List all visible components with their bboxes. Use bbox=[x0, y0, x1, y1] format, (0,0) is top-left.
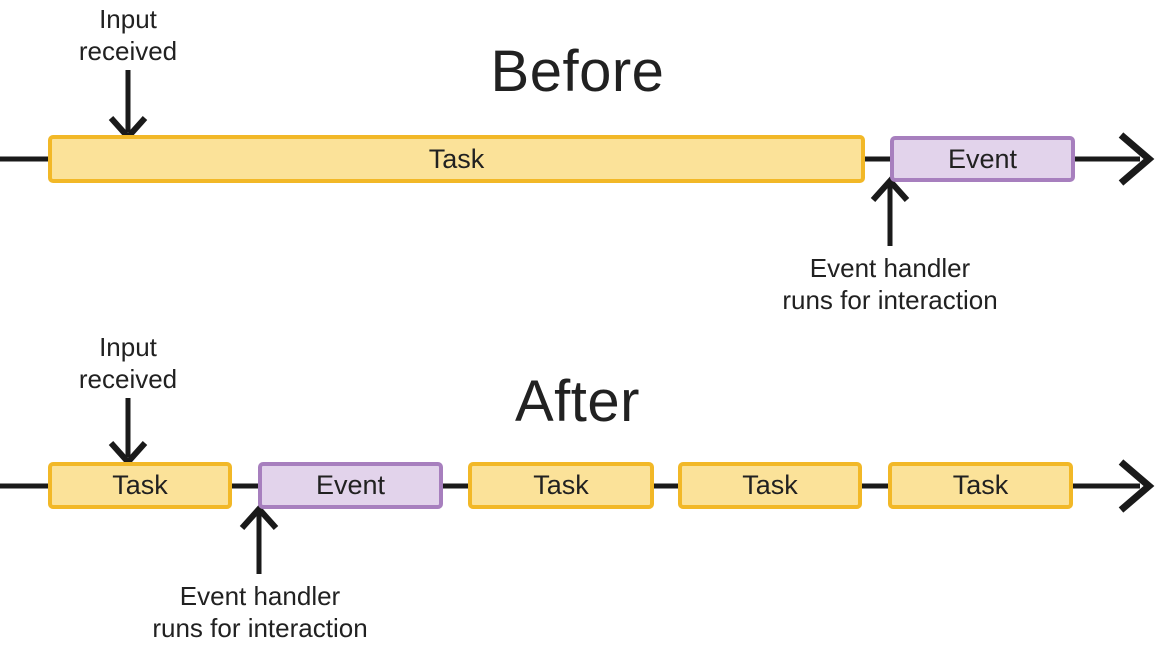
segment-label: Task bbox=[742, 470, 798, 500]
segment-label: Task bbox=[533, 470, 589, 500]
after-task-segment-3: Task bbox=[678, 462, 862, 509]
before-input-label: Input received bbox=[78, 4, 178, 66]
after-input-label: Input received bbox=[78, 332, 178, 394]
after-task-segment-2: Task bbox=[468, 462, 654, 509]
segment-label: Task bbox=[428, 143, 485, 174]
before-handler-label: Event handler runs for interaction bbox=[782, 253, 998, 315]
after-task-segment-4: Task bbox=[888, 462, 1073, 509]
after-event-segment: Event bbox=[258, 462, 443, 509]
segment-label: Event bbox=[315, 470, 386, 500]
after-event-handler-arrow bbox=[239, 504, 279, 574]
segment-label: Task bbox=[952, 470, 1009, 500]
before-task-segment: Task bbox=[48, 135, 865, 183]
before-title: Before bbox=[490, 39, 665, 104]
after-title: After bbox=[515, 369, 640, 434]
before-event-segment: Event bbox=[890, 136, 1075, 182]
segment-label: Task bbox=[112, 470, 168, 500]
segment-label: Event bbox=[947, 143, 1018, 174]
after-handler-label: Event handler runs for interaction bbox=[152, 581, 368, 643]
after-task-segment-1: Task bbox=[48, 462, 232, 509]
before-event-handler-arrow bbox=[870, 176, 910, 246]
